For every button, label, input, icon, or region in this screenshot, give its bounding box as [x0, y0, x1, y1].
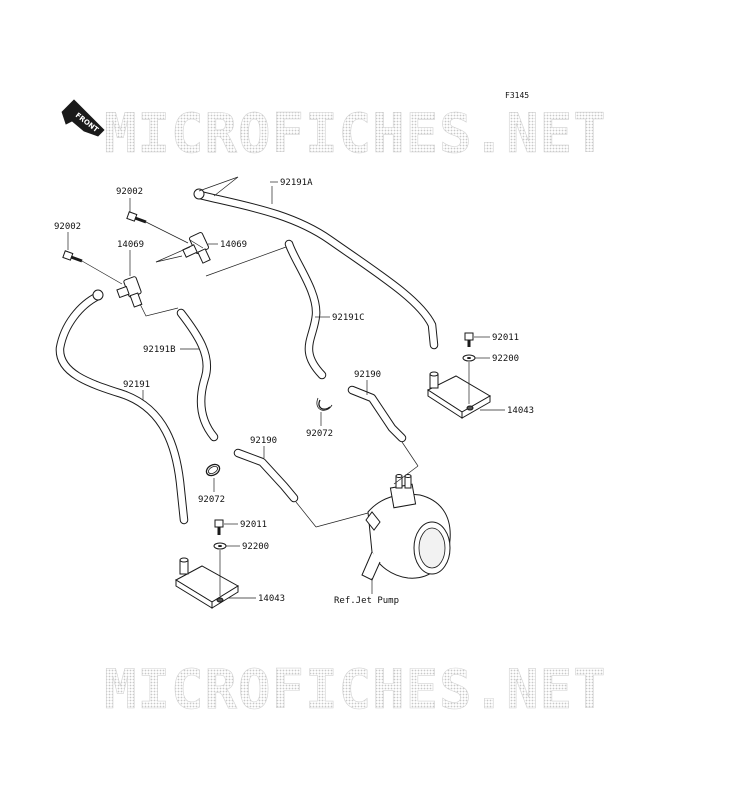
label-92200-left: 92200 [242, 542, 269, 552]
hose-92191a [193, 188, 439, 350]
hose-92190-left [233, 448, 299, 503]
watermark-top: MICROFICHES.NET [104, 102, 607, 165]
bracket-14043-left [174, 557, 239, 609]
hose-92191 [55, 289, 189, 525]
label-92191: 92191 [123, 380, 150, 390]
jet-pump [361, 474, 451, 581]
label-14043-left: 14043 [258, 594, 285, 604]
bolt-92002-upper [126, 211, 147, 224]
label-92011-right: 92011 [492, 333, 519, 343]
front-arrow-icon: FRONT [61, 99, 105, 137]
bolt-92011-left [214, 519, 224, 535]
washer-92200-left [213, 542, 227, 550]
hose-92191b [176, 308, 219, 442]
label-92011-left: 92011 [240, 520, 267, 530]
label-92191a: 92191A [280, 178, 313, 188]
label-92191c: 92191C [332, 313, 365, 323]
label-92072-left: 92072 [198, 495, 225, 505]
label-92191b: 92191B [143, 345, 176, 355]
clamp-92072-right [316, 397, 333, 411]
label-jet-pump-ref: Ref.Jet Pump [334, 596, 399, 606]
label-92190-left: 92190 [250, 436, 277, 446]
hose-92190-right [347, 385, 407, 443]
label-92200-right: 92200 [492, 354, 519, 364]
fitting-14069-lower [116, 276, 143, 308]
label-14069-lower: 14069 [117, 240, 144, 250]
bolt-92011-right [464, 332, 474, 347]
fitting-14069-upper [182, 232, 211, 264]
label-92002-left: 92002 [54, 222, 81, 232]
washer-92200-right [462, 354, 476, 362]
bolt-92002-left [62, 250, 83, 263]
label-14069-upper: 14069 [220, 240, 247, 250]
label-92190-right: 92190 [354, 370, 381, 380]
label-92072-right: 92072 [306, 429, 333, 439]
leader-lines [67, 176, 505, 599]
bracket-14043-right [426, 371, 491, 419]
watermark-bottom: MICROFICHES.NET [104, 658, 607, 721]
label-92002-upper: 92002 [116, 187, 143, 197]
label-14043-right: 14043 [507, 406, 534, 416]
figure-code: F3145 [505, 91, 529, 100]
clamp-92072-left [205, 463, 221, 477]
hose-92191c [284, 239, 327, 380]
